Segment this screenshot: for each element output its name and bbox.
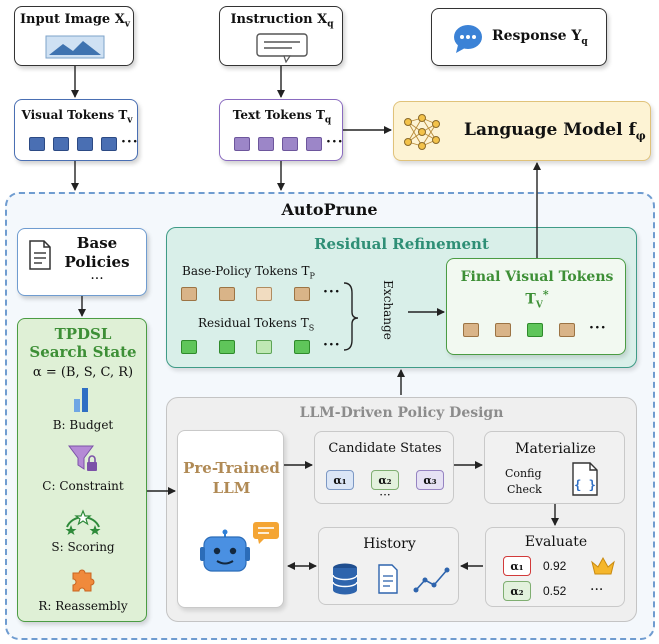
chat-bubble-icon — [256, 33, 308, 63]
final-tokens-dots: ··· — [589, 320, 607, 336]
candidate-states-title: Candidate States — [328, 441, 442, 456]
pretrained-llm-box: Pre-Trained LLM — [177, 430, 284, 608]
instruction-title: Instruction Xq — [230, 12, 334, 30]
base-policies-box: Base Policies ··· — [17, 228, 147, 296]
evaluate-box: Evaluate α₁ 0.92 α₂ 0.52 ··· — [485, 527, 625, 607]
visual-token — [53, 137, 69, 151]
base-policy-tokens-label: Base-Policy Tokens TP — [182, 264, 315, 281]
residual-tokens-dots: ··· — [323, 337, 341, 353]
bar-chart-icon — [74, 388, 88, 412]
final-token — [559, 323, 575, 337]
language-model-box: Language Model fφ — [393, 101, 651, 161]
search-item-constraint: C: Constraint — [42, 479, 124, 493]
final-token — [463, 323, 479, 337]
evaluate-title: Evaluate — [524, 534, 588, 550]
eval-dots: ··· — [590, 582, 604, 598]
materialize-config: Config — [505, 467, 542, 480]
residual-token — [181, 340, 197, 354]
code-file-icon — [572, 462, 598, 496]
text-token — [306, 137, 322, 151]
base-policies-line2: Policies — [64, 253, 130, 271]
visual-token — [77, 137, 93, 151]
text-tokens-title: Text Tokens Tq — [232, 108, 332, 126]
materialize-box: Materialize Config Check { } — [484, 431, 625, 504]
instruction-box: Instruction Xq — [219, 6, 343, 66]
search-state-formula: α = (B, S, C, R) — [32, 365, 134, 380]
text-tokens-box: Text Tokens Tq ··· — [219, 99, 343, 161]
pretrained-llm-line1: Pre-Trained — [183, 459, 280, 477]
visual-token — [29, 137, 45, 151]
final-visual-tokens-line1: Final Visual Tokens — [460, 269, 614, 285]
search-item-reassembly: R: Reassembly — [38, 599, 128, 613]
final-token — [527, 323, 543, 337]
residual-token — [219, 340, 235, 354]
funnel-lock-icon — [68, 445, 97, 471]
candidate-chip: α₂ — [371, 470, 399, 490]
speech-bubble-icon — [454, 25, 482, 53]
document-icon — [29, 240, 51, 270]
visual-tokens-box: Visual Tokens Tv ··· — [14, 99, 138, 161]
text-token — [282, 137, 298, 151]
text-token — [258, 137, 274, 151]
input-image-title: Input Image Xv — [19, 12, 131, 30]
chat-icon — [253, 522, 279, 544]
search-item-budget: B: Budget — [52, 418, 114, 432]
materialize-check: Check — [507, 483, 542, 496]
trend-line-icon — [413, 567, 450, 593]
visual-tokens-dots: ··· — [121, 134, 139, 150]
base-policy-token — [256, 287, 272, 301]
candidate-states-box: Candidate States α₁ α₂ α₃ ··· — [314, 431, 454, 504]
history-box: History — [318, 527, 459, 605]
search-state-line1: TPDSL — [54, 325, 112, 343]
base-policy-token — [294, 287, 310, 301]
search-item-scoring: S: Scoring — [51, 540, 115, 554]
pretrained-llm-line2: LLM — [212, 479, 251, 497]
image-icon — [45, 35, 105, 59]
scoring-stars-icon — [65, 509, 101, 535]
database-icon — [332, 563, 358, 595]
language-model-title: Language Model fφ — [464, 120, 646, 143]
visual-token — [101, 137, 117, 151]
text-token — [234, 137, 250, 151]
code-braces: { } — [574, 478, 596, 492]
residual-tokens-label: Residual Tokens TS — [198, 316, 315, 333]
residual-token — [256, 340, 272, 354]
final-visual-tokens-line2: TV* — [525, 288, 549, 311]
candidate-dots: ··· — [379, 488, 391, 502]
eval-chip-1: α₁ — [503, 556, 531, 576]
neural-network-icon — [404, 114, 440, 150]
base-policies-dots: ··· — [90, 271, 104, 287]
puzzle-piece-icon — [72, 569, 95, 592]
search-state-panel: TPDSL Search State α = (B, S, C, R) B: B… — [17, 318, 147, 622]
residual-token — [294, 340, 310, 354]
text-tokens-dots: ··· — [326, 134, 344, 150]
eval-score-2: 0.52 — [543, 584, 567, 598]
response-box: Response Yq — [431, 8, 607, 66]
base-policies-line1: Base — [76, 234, 118, 252]
final-token — [495, 323, 511, 337]
autoprune-title: AutoPrune — [281, 200, 378, 219]
input-image-box: Input Image Xv — [14, 6, 134, 66]
base-policy-token — [181, 287, 197, 301]
residual-refinement-title: Residual Refinement — [314, 235, 489, 253]
visual-tokens-title: Visual Tokens Tv — [21, 108, 133, 126]
base-policy-tokens-dots: ··· — [323, 284, 341, 300]
materialize-title: Materialize — [515, 441, 596, 457]
candidate-chip: α₃ — [416, 470, 444, 490]
eval-chip-2: α₂ — [503, 581, 531, 601]
history-title: History — [363, 536, 416, 552]
final-visual-tokens-box: Final Visual Tokens TV* ··· — [446, 258, 626, 355]
exchange-label: Exchange — [381, 280, 395, 340]
eval-score-1: 0.92 — [543, 559, 567, 573]
llm-design-title: LLM-Driven Policy Design — [299, 405, 504, 421]
candidate-chip: α₁ — [326, 470, 354, 490]
base-policy-token — [219, 287, 235, 301]
robot-icon — [200, 529, 250, 572]
search-state-line2: Search State — [29, 343, 137, 361]
log-document-icon — [378, 564, 398, 594]
crown-icon — [591, 556, 615, 575]
response-title: Response Yq — [492, 28, 588, 47]
